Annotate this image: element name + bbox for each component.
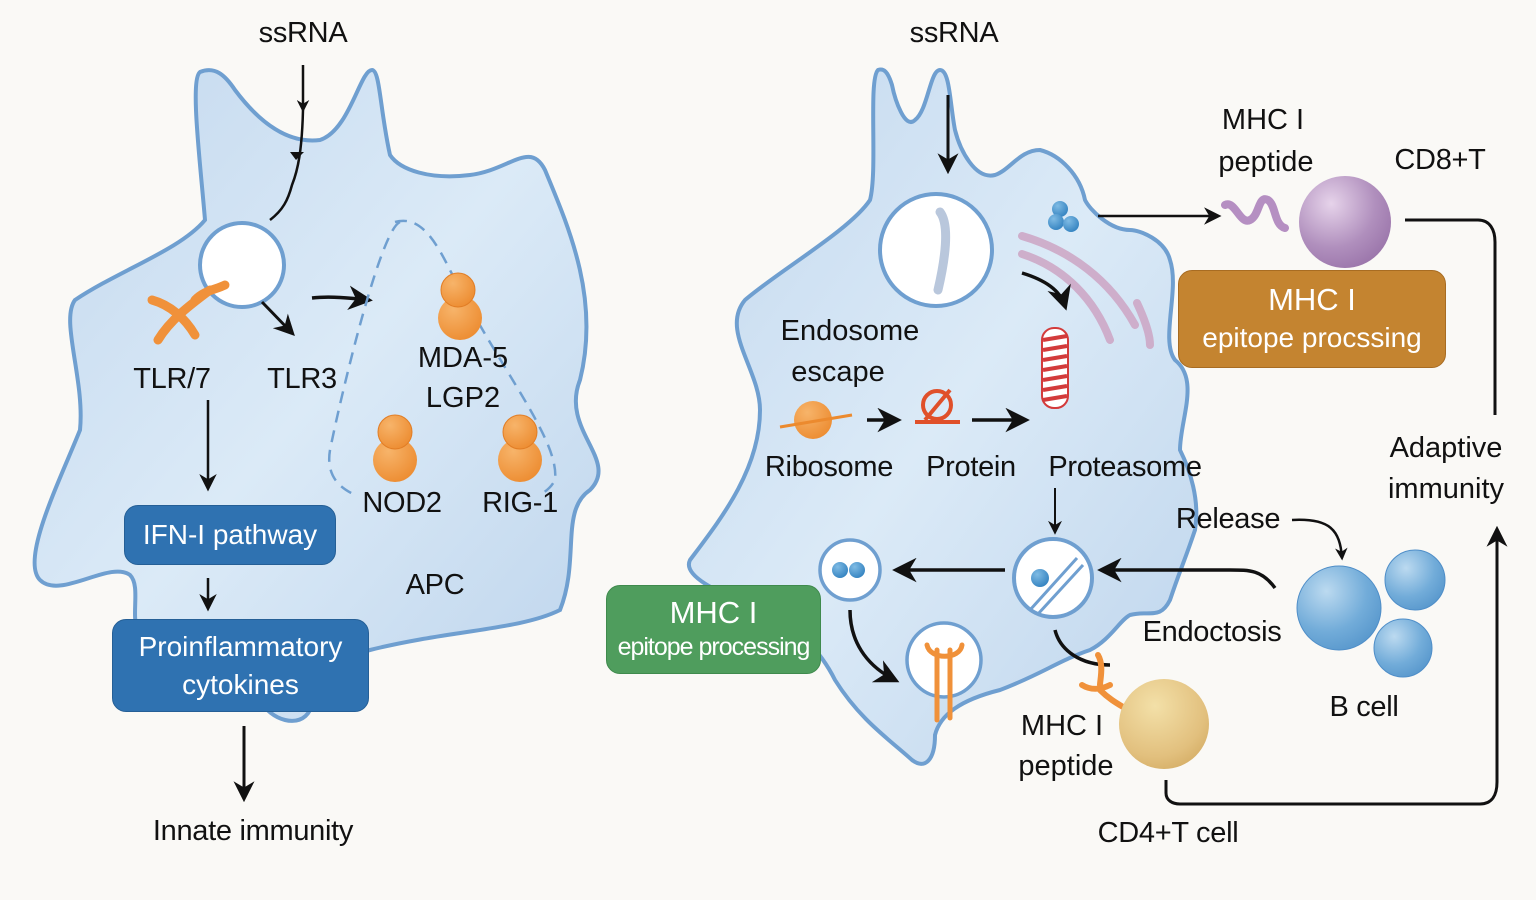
cytokines-line-2: cytokines: [182, 668, 299, 700]
tlr3-label: TLR3: [267, 363, 337, 395]
protein-icon: [915, 388, 960, 424]
b-cell-small-bottom: [1373, 618, 1433, 678]
b-cell-small-top: [1384, 549, 1446, 611]
nod2-label: NOD2: [362, 487, 442, 519]
innate-immunity-label: Innate immunity: [152, 815, 354, 847]
left-ssrna-entry-arrow: [269, 109, 305, 221]
endocytic-vesicle: [1012, 537, 1094, 619]
protein-label: Protein: [926, 451, 1016, 483]
proteasome-icon: [1041, 327, 1069, 409]
endosome-escape-line-2: escape: [791, 356, 885, 388]
orange-box-line-2: epitope procssing: [1202, 322, 1422, 353]
cd4-to-adaptive-arrow: [1164, 525, 1508, 806]
adaptive-immunity-line-1: Adaptive: [1389, 432, 1503, 464]
mhc1-epitope-processing-green-box: MHC I epitope processing: [606, 585, 821, 674]
arrow-release: [1291, 518, 1348, 561]
cytosolic-sensor-group: [327, 219, 557, 497]
mhc-loading-vesicle: [905, 621, 983, 723]
ribosome-icon: [779, 401, 853, 439]
peptide-icon: [1221, 195, 1289, 232]
mhc1-epitope-processing-orange-box: MHC I epitope procssing: [1178, 270, 1446, 368]
endoplasmic-reticulum-icon: [1018, 232, 1154, 349]
arrow-to-proteasome: [1021, 271, 1071, 311]
left-ssrna-label: ssRNA: [258, 17, 348, 49]
b-cell-label: B cell: [1329, 691, 1399, 723]
arrow-to-rlr-group: [311, 285, 373, 311]
tlr7-label: TLR/7: [133, 363, 211, 395]
cd4-t-cell: [1119, 679, 1209, 769]
ribosome-label: Ribosome: [764, 451, 894, 483]
green-box-line-1: MHC I: [669, 594, 758, 630]
mhc1-peptide-top-line-1: MHC I: [1221, 104, 1305, 136]
ifn-pathway-box: IFN-I pathway: [124, 505, 336, 565]
green-box-line-2: epitope processing: [617, 632, 811, 661]
rig1-protein-icon: [498, 414, 542, 482]
nod2-protein-icon: [373, 414, 417, 482]
cd4-t-cell-label: CD4+T cell: [1097, 817, 1239, 849]
chromatin-icon: [933, 207, 951, 295]
cd8-t-cell: [1299, 176, 1391, 268]
mda5-protein-icon: [438, 272, 482, 340]
b-cell-large: [1296, 565, 1382, 651]
proteasome-label: Proteasome: [1048, 451, 1202, 483]
peptide-loading-cluster-icon: [1048, 201, 1079, 232]
ifn-pathway-text: IFN-I pathway: [142, 519, 318, 550]
apc-label: APC: [405, 569, 465, 601]
cytokines-line-1: Proinflammatory: [138, 630, 343, 662]
lgp2-label: LGP2: [425, 382, 501, 414]
endocytosis-label: Endoctosis: [1142, 616, 1282, 648]
release-label: Release: [1175, 503, 1281, 535]
cd8-to-adaptive-line: [1405, 218, 1497, 415]
mhc1-peptide-top-line-2: peptide: [1218, 146, 1314, 178]
right-endosome-nucleus: [878, 192, 994, 308]
right-ssrna-label: ssRNA: [909, 17, 999, 49]
arrow-endocytosis: [1097, 557, 1277, 590]
rig1-label: RIG-1: [482, 487, 558, 519]
mhc1-peptide-bottom-line-1: MHC I: [1020, 710, 1104, 742]
arrow-head: [290, 152, 304, 160]
peptide-vesicle: [818, 538, 882, 602]
orange-box-line-1: MHC I: [1268, 282, 1356, 317]
adaptive-immunity-line-2: immunity: [1387, 473, 1505, 505]
tlr7-receptor-icon: [147, 280, 230, 345]
arrow-to-mhc-loading: [848, 609, 900, 683]
proinflammatory-cytokines-box: Proinflammatory cytokines: [112, 619, 369, 712]
mhc1-peptide-bottom-line-2: peptide: [1018, 750, 1114, 782]
cd8-t-cell-label: CD8+T: [1394, 144, 1486, 176]
endosome-escape-line-1: Endosome: [780, 315, 920, 347]
arrow-to-tlr3: [260, 300, 295, 337]
mda5-label: MDA-5: [417, 342, 509, 374]
